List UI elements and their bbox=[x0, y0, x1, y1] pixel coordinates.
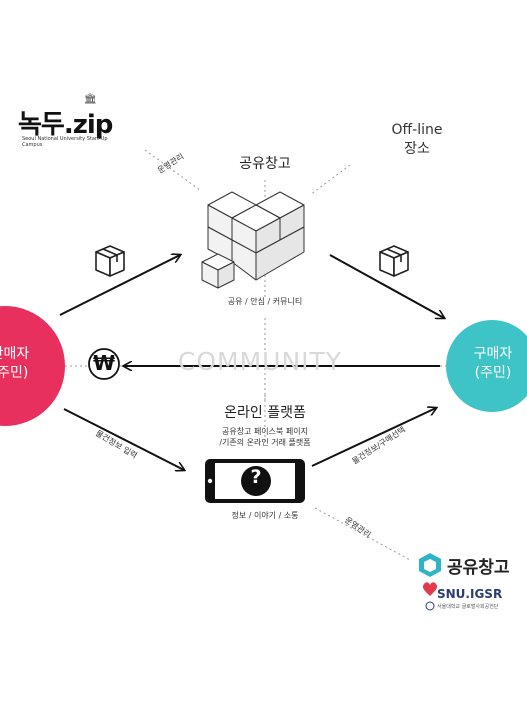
seller-circle bbox=[0, 306, 65, 426]
platform-desc-line-2: /기존의 온라인 거래 플랫폼 bbox=[219, 438, 311, 447]
nokdu-logo-text: 녹두.zip bbox=[18, 110, 113, 140]
cube-stack-icon bbox=[201, 191, 305, 289]
phone-caption: 정보 / 이야기 / 소통 bbox=[231, 511, 299, 520]
arrow-warehouse-to-buyer bbox=[329, 254, 444, 318]
community-watermark: COMMUNITY bbox=[177, 347, 343, 376]
buyer-line-2: (주민) bbox=[474, 365, 512, 381]
platform-description: 공유창고 페이스북 페이지 /기존의 온라인 거래 플랫폼 bbox=[165, 426, 365, 448]
warehouse-caption: 공유 / 안심 / 커뮤니티 bbox=[227, 297, 303, 306]
buyer-line-1: 구매자 bbox=[473, 346, 513, 362]
ops-guide-bottom bbox=[314, 507, 411, 561]
nokdu-logo-badge: 🏛 bbox=[84, 94, 97, 105]
seller-line-1: 판매자 bbox=[0, 346, 30, 362]
brand-hexagon-icon bbox=[419, 553, 441, 577]
platform-desc-line-1: 공유창고 페이스북 페이지 bbox=[221, 427, 309, 436]
buyer-circle bbox=[446, 320, 527, 412]
seller-label: 판매자 (주민) bbox=[0, 345, 50, 383]
ops-guide-top bbox=[144, 149, 201, 191]
phone-question-mark: ? bbox=[250, 466, 262, 488]
won-coin-icon bbox=[88, 348, 120, 380]
snu-igsr-name: SNU.IGSR bbox=[437, 587, 503, 601]
snu-heart-icon bbox=[422, 582, 438, 611]
snu-igsr-subtitle: 서울대학교 글로벌사회공헌단 bbox=[437, 604, 499, 610]
package-icon-left bbox=[95, 245, 125, 277]
warehouse-title: 공유창고 bbox=[239, 156, 291, 172]
arrow-seller-to-platform bbox=[63, 408, 184, 470]
arrows bbox=[59, 254, 444, 470]
offline-place-label: Off-line 장소 bbox=[372, 121, 462, 159]
arrow-seller-to-warehouse bbox=[59, 255, 180, 316]
won-symbol: ₩ bbox=[92, 351, 116, 375]
phone-icon bbox=[205, 459, 305, 503]
buyer-label: 구매자 (주민) bbox=[450, 345, 527, 383]
offline-line-1: Off-line bbox=[391, 122, 443, 138]
platform-title: 온라인 플랫폼 bbox=[224, 405, 306, 421]
seller-line-2: (주민) bbox=[0, 365, 29, 381]
offline-line-2: 장소 bbox=[404, 141, 430, 157]
arrow-platform-to-buyer bbox=[311, 408, 436, 467]
offline-guide bbox=[309, 164, 351, 196]
package-icon-right bbox=[379, 245, 409, 277]
nokdu-logo-subtitle: Seoul National University Start-Up Campu… bbox=[22, 136, 108, 148]
brand-name: 공유창고 bbox=[447, 558, 510, 578]
